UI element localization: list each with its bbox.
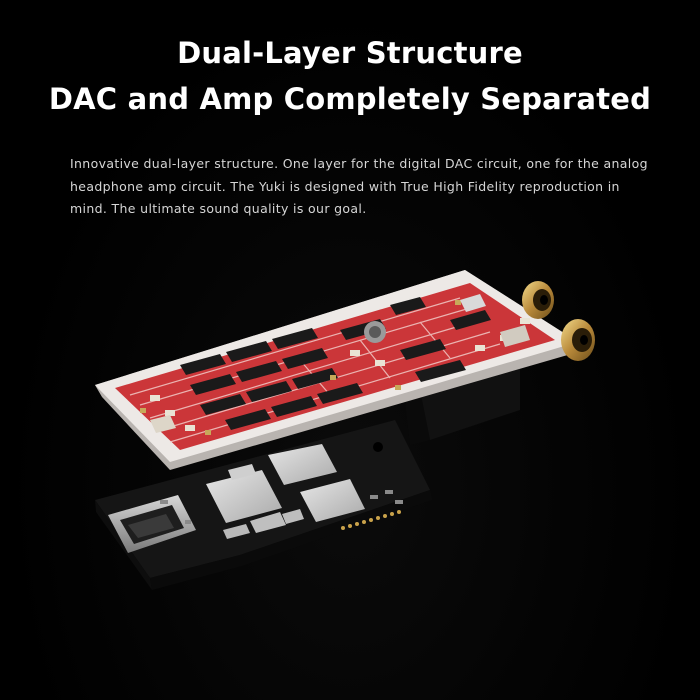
headline: Dual-Layer Structure DAC and Amp Complet… [0,30,700,122]
upper-pcb-layer [95,270,578,470]
usb-c-port [108,495,196,553]
headline-line-2: DAC and Amp Completely Separated [48,82,652,116]
headphone-jacks [522,281,595,361]
description-text: Innovative dual-layer structure. One lay… [70,156,648,216]
dual-layer-pcb-image [95,270,595,590]
lower-pcb-layer [95,420,432,590]
headline-line-1: Dual-Layer Structure [177,36,523,70]
